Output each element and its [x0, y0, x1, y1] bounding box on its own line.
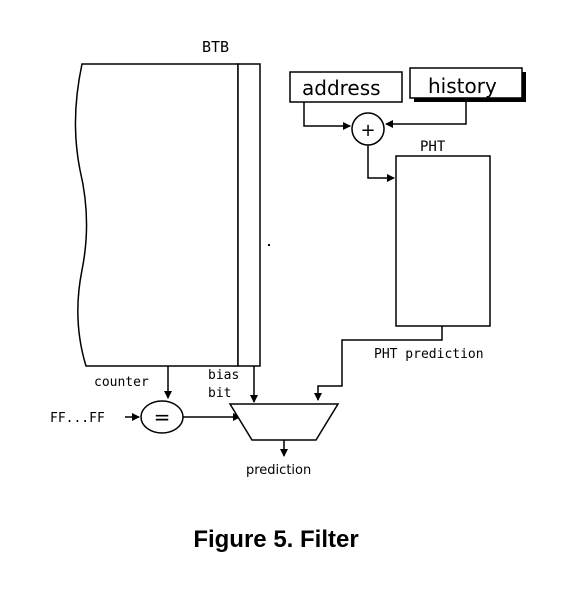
history-label: history: [428, 74, 497, 98]
comparator-symbol: =: [154, 405, 171, 429]
btb-label: BTB: [202, 38, 229, 56]
history-to-adder-wire: [385, 98, 467, 128]
adder-to-pht-wire: [367, 145, 395, 182]
pht-table: [395, 155, 491, 327]
bias-label: bias: [208, 368, 239, 383]
pht-prediction-wire: [314, 326, 443, 401]
pht-prediction-label: PHT prediction: [374, 347, 484, 362]
history-box: [409, 67, 523, 99]
stray-dot: [268, 244, 270, 246]
figure-caption: Figure 5. Filter: [193, 526, 358, 553]
address-box: [289, 71, 403, 103]
pht-label: PHT: [420, 139, 446, 155]
prediction-label: prediction: [246, 463, 311, 478]
address-label: address: [302, 76, 381, 100]
adder-symbol: +: [360, 120, 375, 141]
address-to-adder-wire: [303, 102, 351, 130]
bit-label: bit: [208, 386, 231, 401]
ff-label: FF...FF: [50, 411, 105, 426]
btb-bias-column: [237, 63, 261, 367]
btb-body: [74, 63, 239, 367]
btb-table: [74, 63, 261, 367]
mux: [228, 403, 340, 441]
counter-label: counter: [94, 375, 149, 390]
